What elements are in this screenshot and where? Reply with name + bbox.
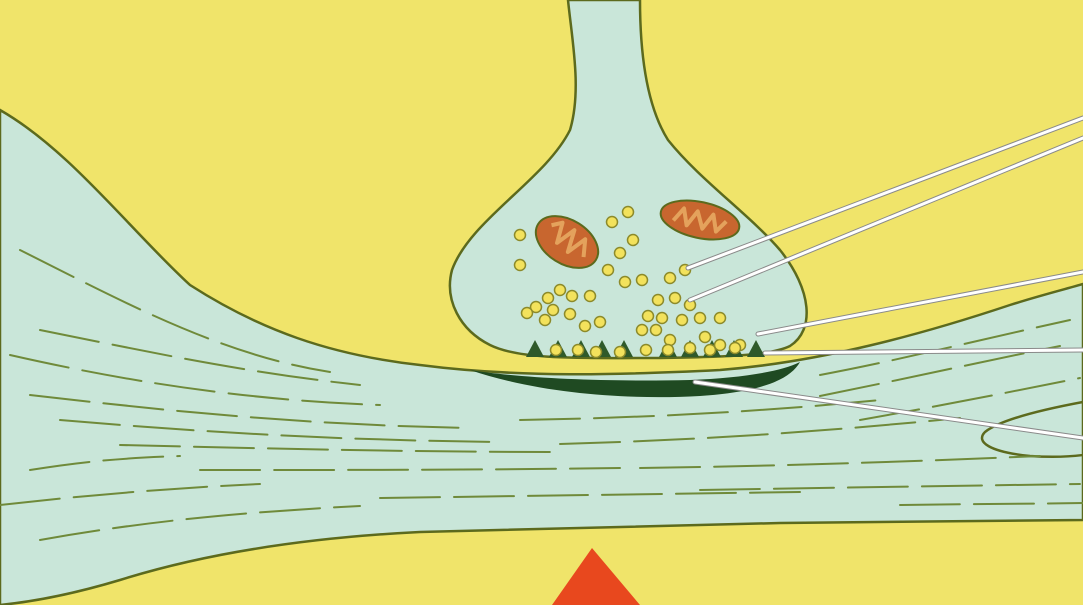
synaptic-vesicle-icon [567,291,578,302]
synaptic-vesicle-icon [637,275,648,286]
synaptic-vesicle-icon [615,347,626,358]
synaptic-vesicle-icon [657,313,668,324]
synaptic-vesicle-icon [585,291,596,302]
synaptic-vesicle-icon [628,235,639,246]
synaptic-vesicle-icon [548,305,559,316]
synaptic-vesicle-icon [620,277,631,288]
synaptic-vesicle-icon [653,295,664,306]
synaptic-vesicle-icon [565,309,576,320]
synaptic-vesicle-icon [685,343,696,354]
synaptic-vesicle-icon [715,340,726,351]
synaptic-vesicle-icon [555,285,566,296]
synaptic-vesicle-icon [663,345,674,356]
synaptic-vesicle-icon [695,313,706,324]
synaptic-vesicle-icon [591,347,602,358]
synaptic-vesicle-icon [700,332,711,343]
synaptic-vesicle-icon [623,207,634,218]
synaptic-vesicle-icon [705,345,716,356]
synaptic-vesicle-icon [573,345,584,356]
synaptic-vesicle-icon [665,273,676,284]
synaptic-vesicle-icon [651,325,662,336]
synaptic-vesicle-icon [515,260,526,271]
synaptic-vesicle-icon [677,315,688,326]
synaptic-vesicle-icon [515,230,526,241]
synaptic-vesicle-icon [643,311,654,322]
synaptic-vesicle-icon [580,321,591,332]
synaptic-vesicle-icon [522,308,533,319]
synaptic-vesicle-icon [543,293,554,304]
synaptic-vesicle-icon [595,317,606,328]
synaptic-vesicle-icon [641,345,652,356]
synaptic-vesicle-icon [715,313,726,324]
synaptic-vesicle-icon [670,293,681,304]
synaptic-vesicle-icon [540,315,551,326]
synaptic-vesicle-icon [551,345,562,356]
synaptic-vesicle-icon [665,335,676,346]
synaptic-vesicle-icon [603,265,614,276]
synaptic-vesicle-icon [607,217,618,228]
synaptic-vesicle-icon [637,325,648,336]
synaptic-vesicle-icon [615,248,626,259]
synaptic-vesicle-icon [730,343,741,354]
